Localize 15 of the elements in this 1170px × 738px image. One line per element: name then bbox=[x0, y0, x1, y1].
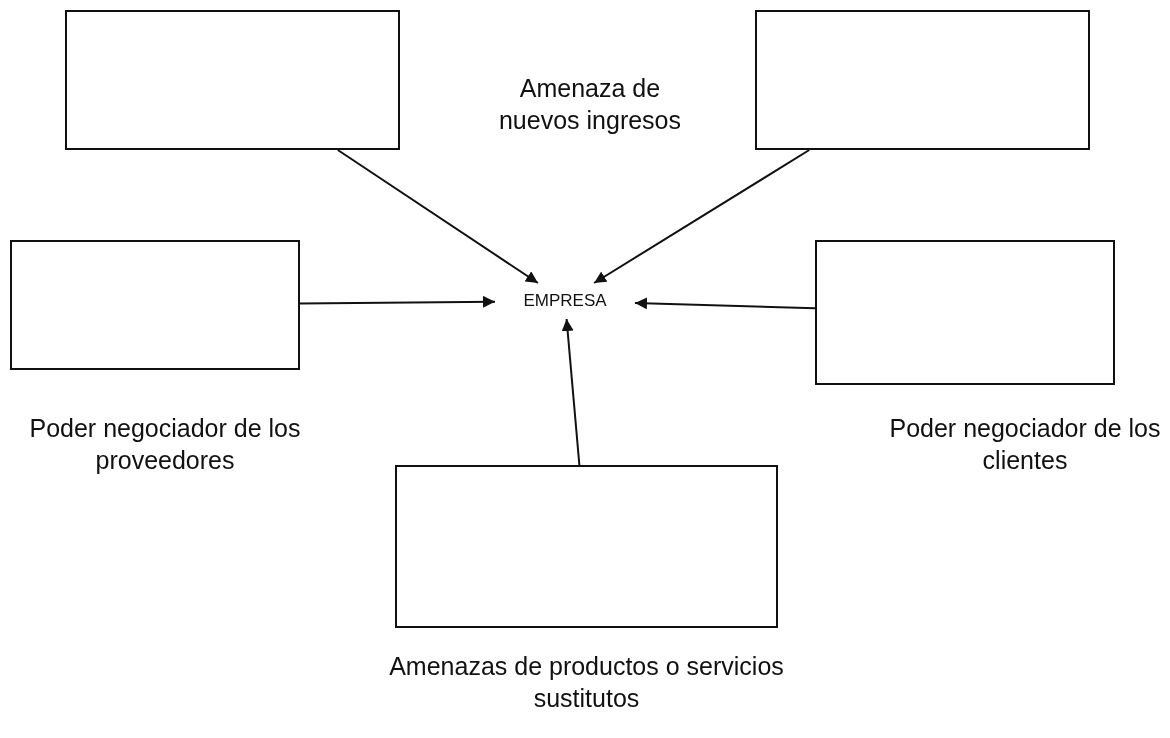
empty-box bbox=[395, 465, 778, 628]
arrow bbox=[634, 297, 816, 310]
arrow bbox=[336, 149, 539, 284]
arrow bbox=[561, 318, 581, 466]
empty-box bbox=[755, 10, 1090, 150]
empty-box bbox=[10, 240, 300, 370]
force-label: Amenaza de nuevos ingresos bbox=[497, 73, 683, 136]
node-text: EMPRESA bbox=[495, 283, 635, 319]
empty-box bbox=[65, 10, 400, 150]
arrow bbox=[299, 295, 496, 308]
box-caption: Poder negociador de los clientes bbox=[888, 413, 1162, 476]
box-caption: Amenazas de productos o servicios sustitutos bbox=[388, 651, 785, 714]
arrow bbox=[593, 149, 811, 284]
box-caption: Poder negociador de los proveedores bbox=[28, 413, 302, 476]
empty-box bbox=[815, 240, 1115, 385]
